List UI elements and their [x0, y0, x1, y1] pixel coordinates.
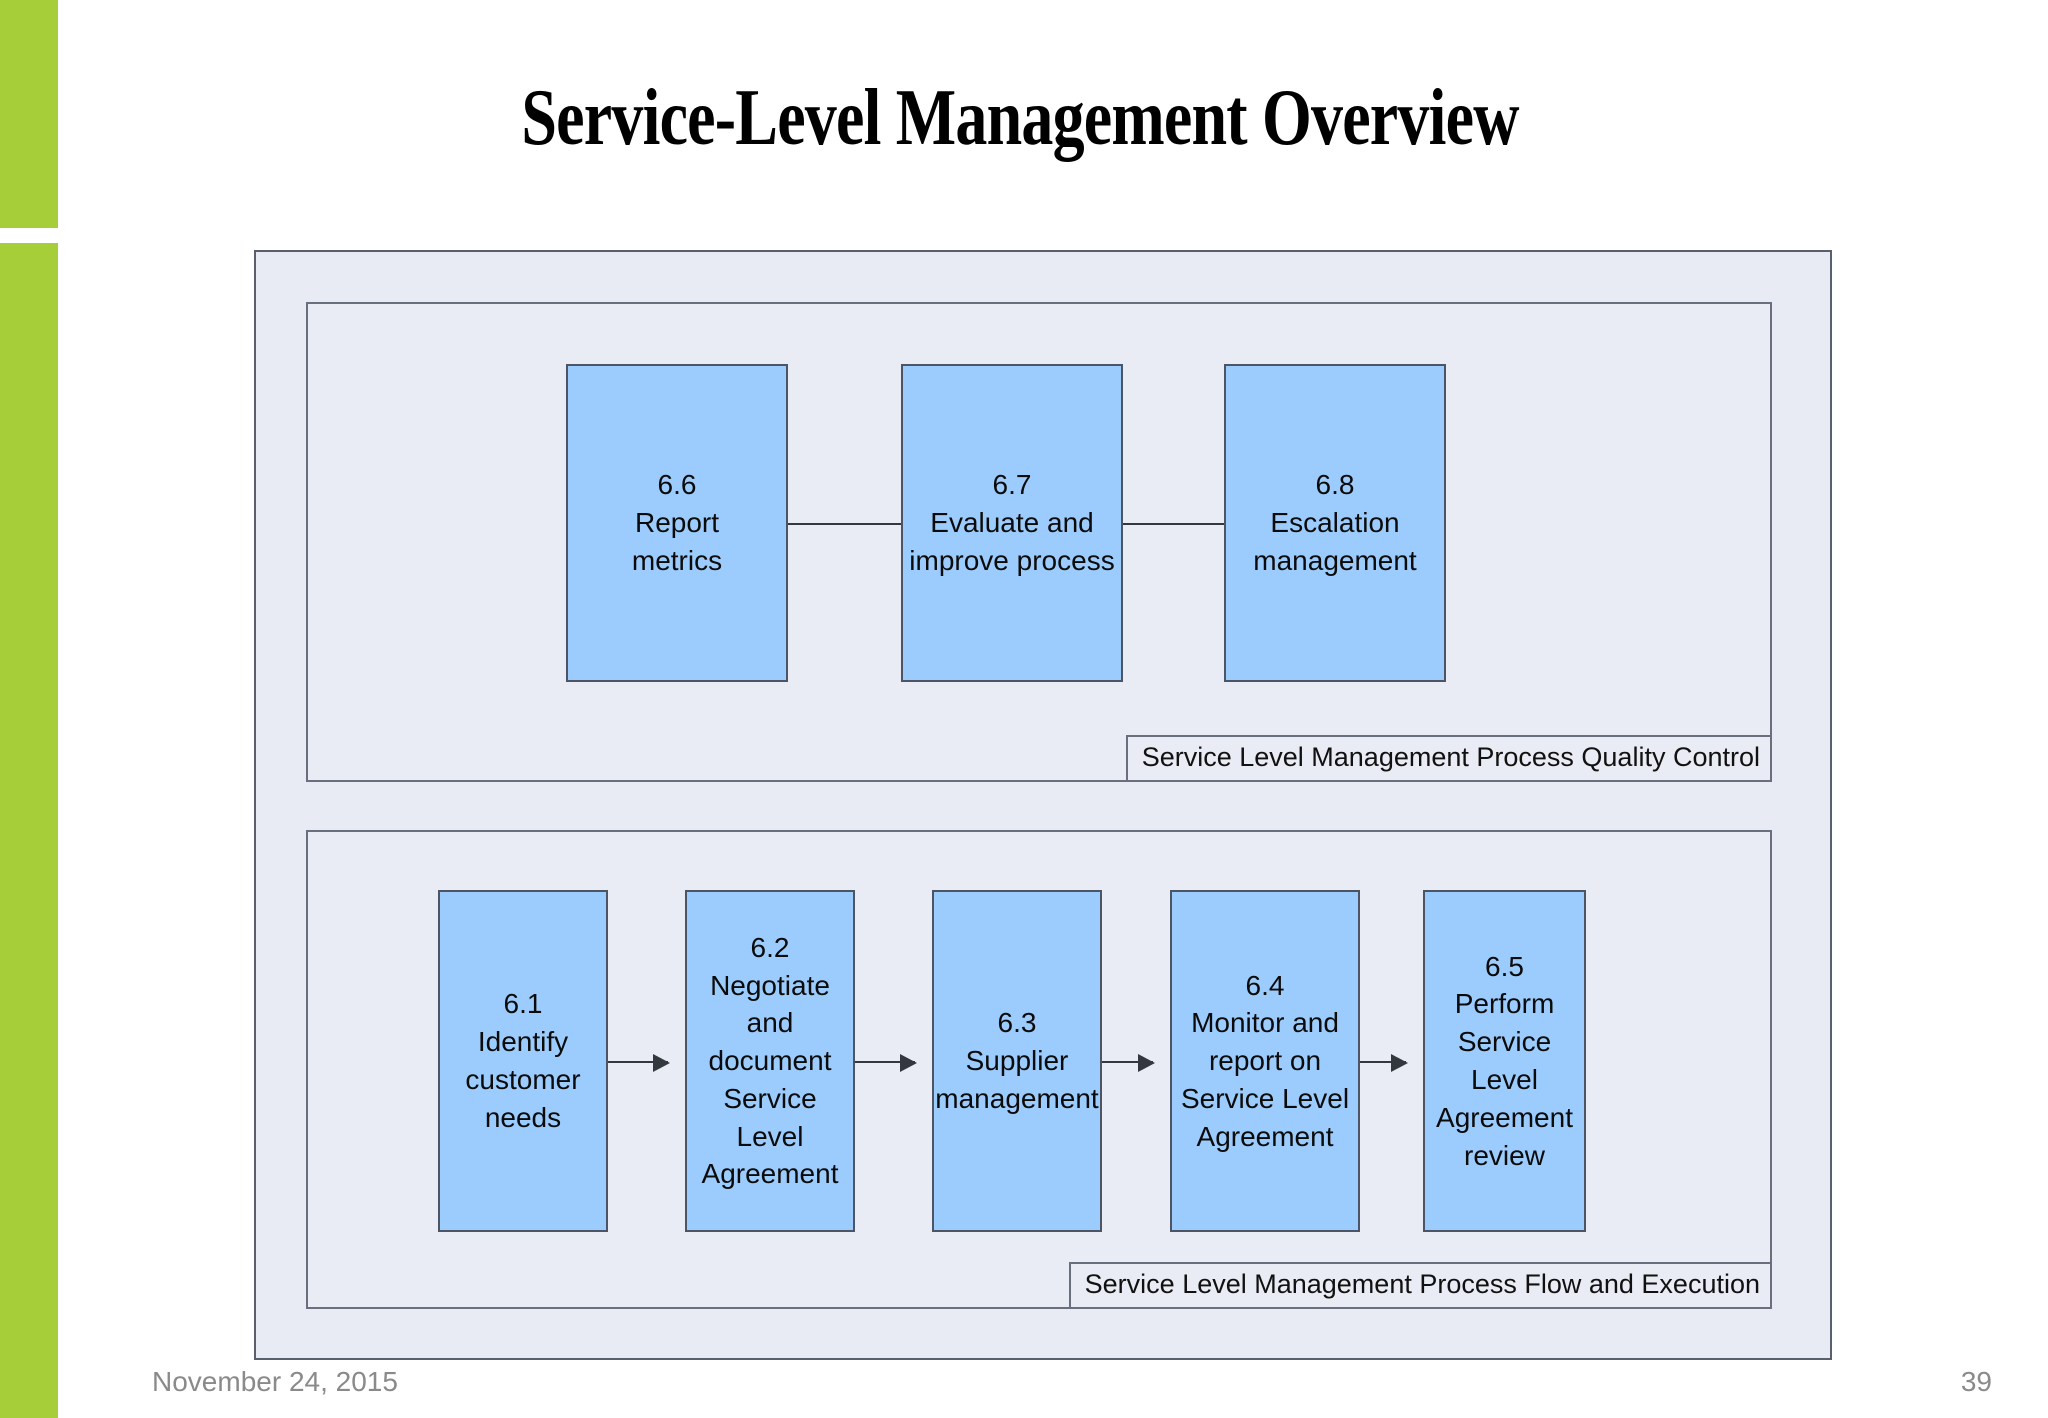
section-label-quality-control: Service Level Management Process Quality…: [1125, 735, 1772, 782]
connector-6-1-to-6-2: [608, 1054, 670, 1072]
footer-page-number: 39: [1960, 1366, 1992, 1397]
accent-bar-bottom: [0, 243, 58, 1418]
connector-6-4-to-6-5: [1360, 1054, 1408, 1072]
accent-bar-top: [0, 0, 58, 228]
connector-6-6-to-6-7: [788, 523, 901, 525]
section-label-flow-and-execution: Service Level Management Process Flow an…: [1068, 1262, 1772, 1309]
connector-6-7-to-6-8: [1123, 523, 1224, 525]
connector-6-2-to-6-3: [855, 1054, 917, 1072]
footer-date: November 24, 2015: [152, 1366, 398, 1397]
connector-6-3-to-6-4: [1102, 1054, 1155, 1072]
page-title: Service-Level Management Overview: [521, 74, 1519, 162]
